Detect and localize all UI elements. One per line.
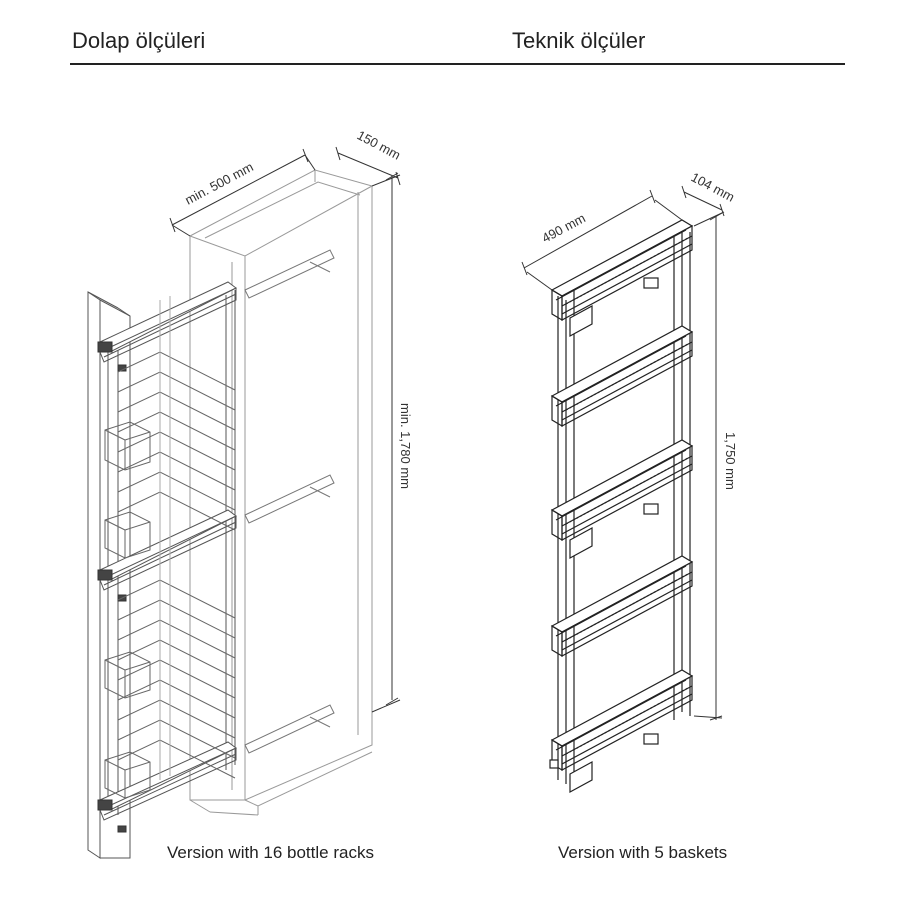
cabinet-outline [189, 169, 373, 816]
basket-mount-brackets [549, 277, 659, 794]
cabinet-dimension-lines [169, 146, 401, 713]
width-dim-line [171, 154, 306, 226]
basket-5 [550, 669, 694, 772]
cabinet-height-label: min. 1,780 mm [398, 403, 413, 489]
caption-bottle-racks: Version with 16 bottle racks [167, 843, 374, 862]
header-divider [70, 63, 845, 65]
basket-dimension-lines [521, 185, 725, 721]
cabinet-pullout-drawing [87, 169, 373, 859]
cabinet-depth-label: 150 mm [355, 127, 404, 162]
runner-rails [244, 249, 335, 754]
header-cabinet-dimensions: Dolap ölçüleri [72, 28, 206, 53]
pullout-ghost-frame [159, 296, 171, 780]
basket-height-label: 1,750 mm [723, 432, 738, 490]
basket-width-label: 490 mm [539, 210, 588, 245]
basket-depth-dim-line [683, 191, 723, 211]
basket-depth-label: 104 mm [689, 169, 738, 204]
header-technical-dimensions: Teknik ölçüler [512, 28, 646, 53]
depth-dim-line [337, 152, 399, 179]
basket-width-dim-line [523, 195, 653, 269]
basket-4 [550, 555, 694, 658]
basket-3 [550, 439, 694, 542]
basket-1 [550, 219, 694, 322]
caption-baskets: Version with 5 baskets [558, 843, 728, 862]
basket-pullout-drawing [549, 219, 694, 794]
basket-2 [550, 325, 694, 428]
door-front-panel [87, 291, 131, 859]
